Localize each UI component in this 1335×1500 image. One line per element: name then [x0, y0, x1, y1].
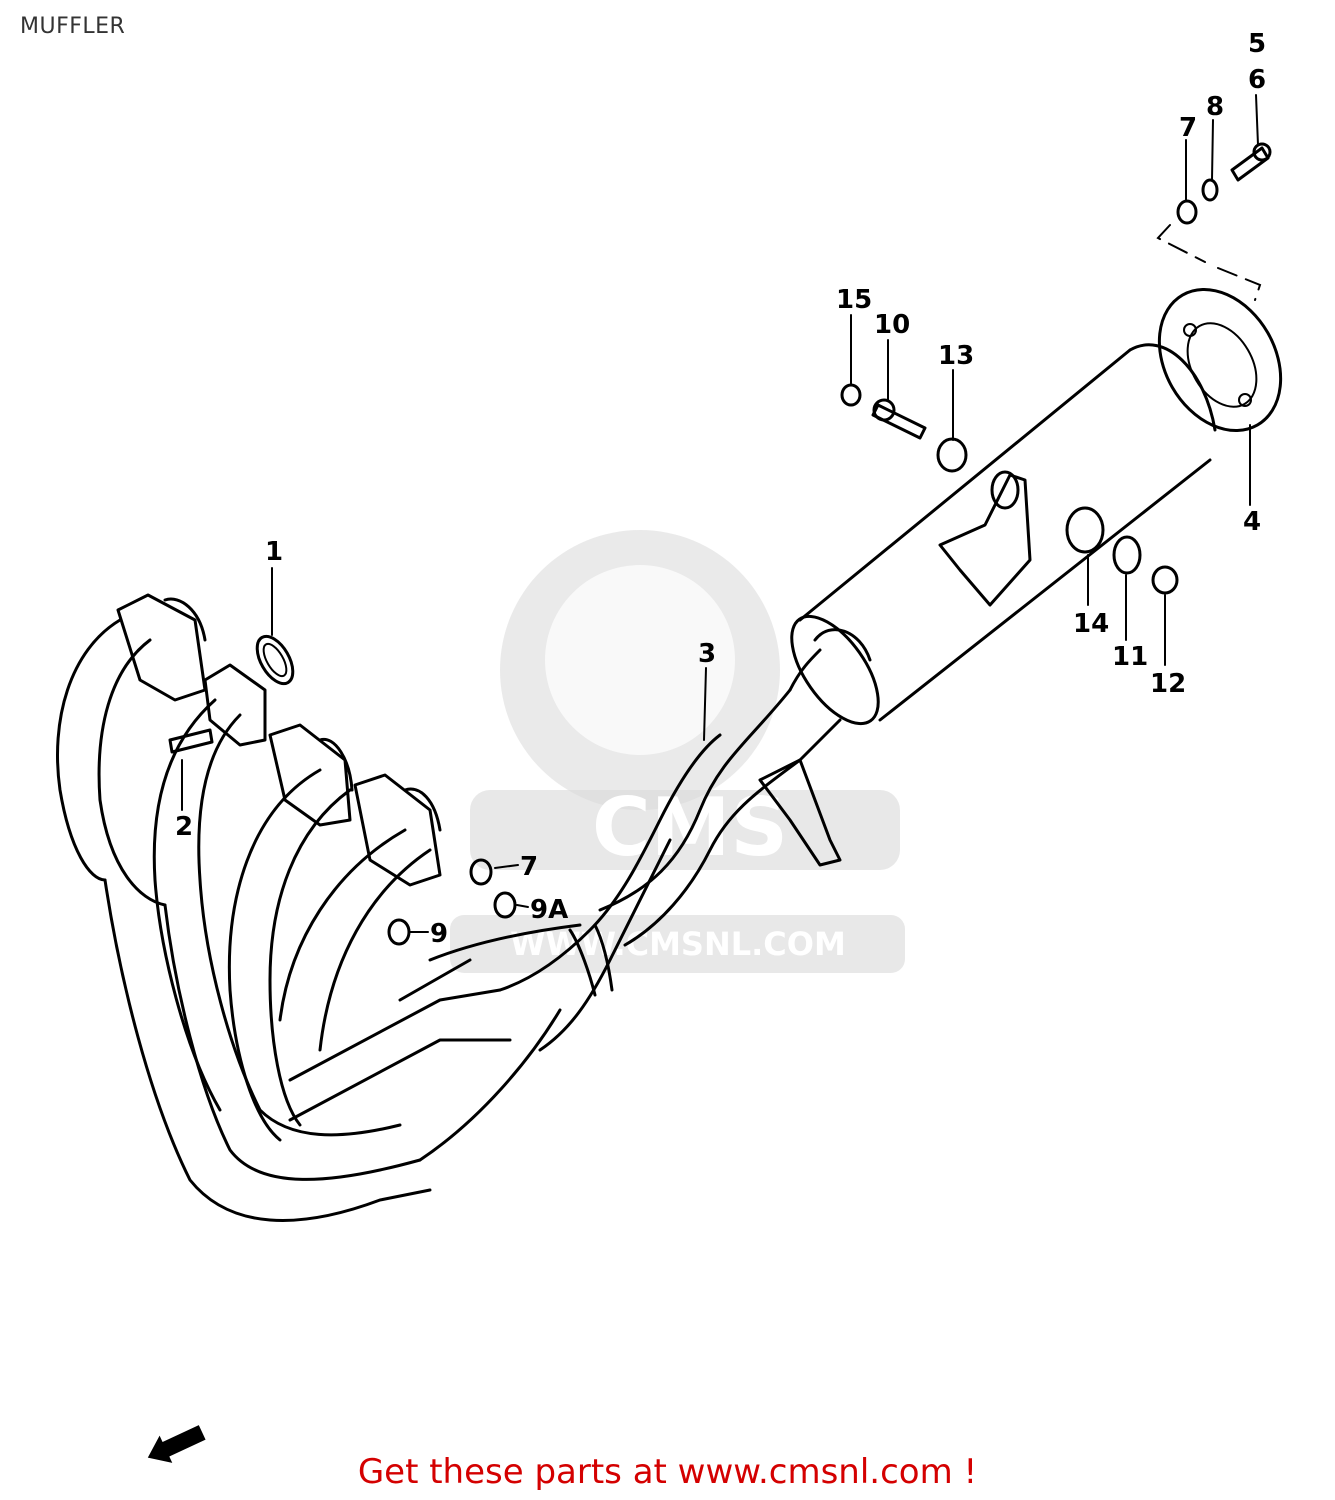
nut-15	[840, 383, 862, 407]
callout-14: 14	[1073, 609, 1109, 639]
callout-4: 4	[1243, 507, 1261, 537]
muffler-end-cap	[1157, 287, 1283, 433]
bolt-5	[1230, 146, 1270, 182]
bolt-10	[871, 403, 927, 440]
callout-9: 9	[430, 919, 448, 949]
bushing-14	[1065, 506, 1105, 554]
callout-12: 12	[1150, 669, 1186, 699]
washer-13	[936, 437, 968, 473]
callout-1: 1	[265, 537, 283, 567]
washer-7-upper	[1176, 199, 1198, 225]
callout-15: 15	[836, 285, 872, 315]
callout-3: 3	[698, 639, 716, 669]
callout-6: 6	[1248, 65, 1266, 95]
leader-lines	[181, 94, 1259, 933]
callout-7-lower: 7	[520, 852, 538, 882]
footer-parts-link[interactable]: Get these parts at www.cmsnl.com !	[357, 1452, 978, 1492]
watermark-brand: CMS	[592, 781, 788, 874]
nut-12	[1151, 565, 1179, 595]
callout-5: 5	[1248, 29, 1266, 59]
callout-9A: 9A	[530, 895, 568, 925]
cms-watermark: CMS WWW.CMSNL.COM	[450, 530, 905, 973]
front-direction-arrow-icon	[147, 1425, 206, 1463]
nut-9	[387, 918, 411, 946]
washer-8	[1201, 178, 1219, 202]
gasket-1	[255, 634, 295, 686]
callout-13: 13	[938, 341, 974, 371]
callout-2: 2	[175, 812, 193, 842]
nut-9A	[493, 891, 517, 919]
watermark-url: WWW.CMSNL.COM	[510, 925, 846, 963]
washer-11	[1112, 535, 1142, 575]
fasteners	[168, 142, 1272, 946]
callout-8: 8	[1206, 92, 1224, 122]
callout-11: 11	[1112, 642, 1148, 672]
callout-10: 10	[874, 310, 910, 340]
exhaust-mid-pipe	[598, 648, 842, 947]
washer-7-lower	[469, 858, 493, 886]
muffler-body	[790, 343, 1217, 726]
bolt-2	[168, 728, 214, 754]
callout-labels: 1 2 3 4 5 6 7 7 8 9 9A 10 11 12 13 14 15	[175, 29, 1266, 949]
page-title: MUFFLER	[20, 14, 126, 39]
exhaust-header-pipes	[56, 593, 722, 1222]
callout-7-upper: 7	[1179, 113, 1197, 143]
